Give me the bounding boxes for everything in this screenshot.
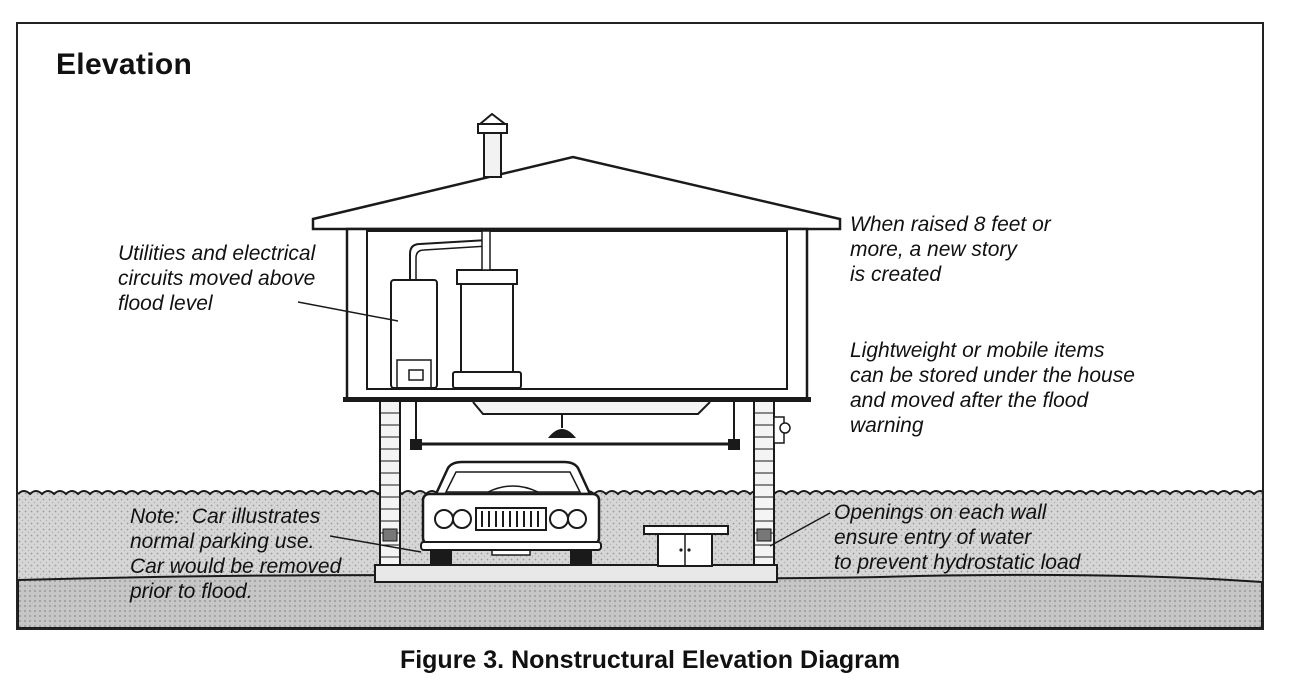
floor-beam: [343, 397, 811, 402]
annotation-storage: Lightweight or mobile items can be store…: [850, 339, 1135, 437]
diagram-title: Elevation: [56, 48, 193, 81]
annotation-utilities: Utilities and electrical circuits moved …: [118, 242, 316, 315]
right-wall-opening: [756, 528, 772, 542]
leader-openings: [769, 512, 831, 547]
light-fixture: [548, 414, 576, 438]
water-heater: [390, 239, 489, 389]
left-wall-opening: [382, 528, 398, 542]
figure-caption: Figure 3. Nonstructural Elevation Diagra…: [399, 646, 901, 674]
car: [420, 460, 602, 566]
water-surface-line: [18, 490, 1262, 496]
garage-slab: [374, 564, 778, 583]
roof: [311, 155, 842, 231]
annotation-new-story: When raised 8 feet or more, a new story …: [850, 213, 1051, 286]
elevation-drawing: [18, 112, 1262, 628]
duct: [472, 401, 711, 415]
electric-meter: [773, 416, 791, 444]
diagram-frame: Elevation Utilities and electrical circu…: [16, 22, 1264, 630]
leader-car-note: [329, 535, 422, 553]
leader-utilities: [297, 301, 399, 322]
garage-door-track: [410, 402, 740, 450]
furnace: [452, 230, 522, 389]
vent-stack: [477, 112, 508, 178]
annotation-openings: Openings on each wall ensure entry of wa…: [834, 501, 1081, 574]
storage-table: [643, 525, 729, 567]
annotation-car-note: Note: Car illustrates normal parking use…: [130, 505, 342, 603]
